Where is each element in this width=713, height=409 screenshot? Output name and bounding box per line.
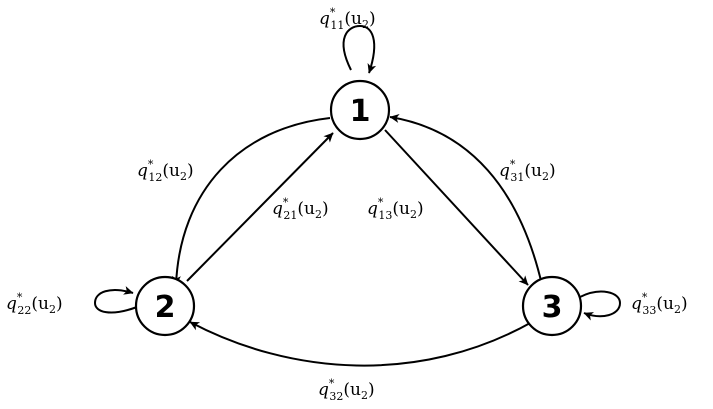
- edge-3-to-3-self-loop: [579, 290, 622, 321]
- edge-label-q12: q*12(u2): [137, 158, 194, 184]
- edge-1-to-3: [384, 129, 529, 286]
- edge-label-q22: q*22(u2): [6, 291, 63, 317]
- edge-3-to-2: [189, 321, 533, 367]
- edge-label-q21: q*21(u2): [272, 196, 329, 222]
- state-node-3: 3: [521, 275, 583, 337]
- state-node-3-label: 3: [542, 290, 563, 325]
- edge-label-q13: q*13(u2): [367, 196, 424, 222]
- state-node-1-label: 1: [350, 94, 371, 129]
- edge-label-q33: q*33(u2): [631, 291, 688, 317]
- edge-2-to-2-self-loop: [93, 286, 138, 314]
- edge-1-to-1-self-loop: [342, 24, 377, 74]
- edge-1-to-2: [171, 117, 331, 286]
- edge-label-q32: q*32(u2): [318, 377, 375, 403]
- state-node-2-label: 2: [155, 290, 176, 325]
- state-node-1: 1: [329, 79, 391, 141]
- edge-label-q11: q*11(u2): [319, 6, 376, 32]
- edge-label-q31: q*31(u2): [499, 158, 556, 184]
- edge-3-to-1: [389, 114, 543, 286]
- state-node-2: 2: [134, 275, 196, 337]
- edge-2-to-1: [186, 132, 334, 282]
